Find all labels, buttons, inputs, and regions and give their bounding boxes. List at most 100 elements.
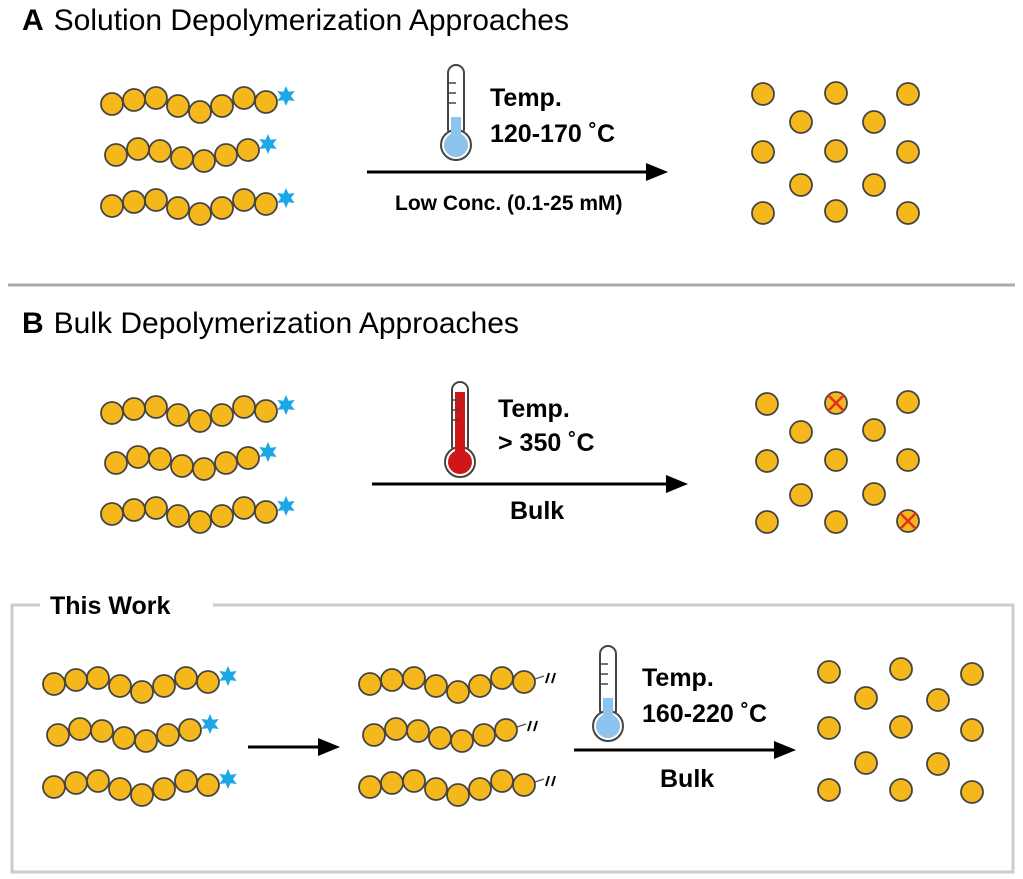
monomer-bead — [104, 143, 128, 167]
monomer-bead — [817, 778, 841, 802]
polymer-chain — [42, 769, 237, 807]
monomer-bead — [450, 729, 474, 753]
panel-a-condition: Low Conc. (0.1-25 mM) — [395, 192, 623, 215]
monomer-bead — [446, 680, 470, 704]
this-work-temp-label: Temp. — [642, 664, 714, 692]
polymer-chain — [104, 442, 277, 481]
monomer-bead — [214, 143, 238, 167]
monomer-bead — [130, 783, 154, 807]
polymer-chain — [100, 496, 295, 534]
monomer-bead — [789, 483, 813, 507]
polymer-chain — [100, 86, 295, 124]
monomer-bead — [960, 662, 984, 686]
monomer-bead — [42, 672, 66, 696]
monomer-bead — [188, 510, 212, 534]
monomer-bead — [926, 752, 950, 776]
monomer-bead — [86, 666, 110, 690]
end-group-star-icon — [219, 666, 237, 686]
monomer-bead — [126, 137, 150, 161]
monomer-bead — [100, 92, 124, 116]
monomer-bead — [751, 140, 775, 164]
monomer-bead — [490, 666, 514, 690]
monomer-bead — [896, 140, 920, 164]
cold-thermometer-icon — [440, 64, 472, 161]
monomer-bead — [134, 729, 158, 753]
monomer-bead — [254, 500, 278, 524]
monomer-bead — [86, 769, 110, 793]
monomer-bead — [494, 718, 518, 742]
monomer-bead — [148, 139, 172, 163]
this-work-label: This Work — [50, 592, 170, 620]
end-group-star-icon — [201, 714, 219, 734]
monomer-bead — [64, 668, 88, 692]
monomer-bead — [192, 457, 216, 481]
monomer-bead — [130, 680, 154, 704]
monomer-bead — [64, 771, 88, 795]
end-group-star-icon — [277, 86, 295, 106]
panel-b-arrow — [372, 475, 688, 493]
monomer-bead — [236, 138, 260, 162]
monomer-bead — [380, 771, 404, 795]
monomer-bead — [254, 90, 278, 114]
monomer-bead — [817, 660, 841, 684]
monomer-bead — [960, 780, 984, 804]
polymer-chain — [100, 395, 295, 433]
monomer-bead — [232, 496, 256, 520]
monomer-bead — [166, 504, 190, 528]
monomer-bead — [178, 718, 202, 742]
monomer-bead — [862, 418, 886, 442]
monomer-bead — [232, 188, 256, 212]
monomer-bead — [236, 446, 260, 470]
monomer-bead — [854, 686, 878, 710]
monomer-bead — [210, 504, 234, 528]
monomer-bead — [490, 769, 514, 793]
monomer-bead — [144, 496, 168, 520]
monomer-bead — [166, 403, 190, 427]
panel-b-temp-value: > 350 ˚C — [498, 429, 595, 457]
monomer-bead — [42, 775, 66, 799]
monomer-bead — [122, 498, 146, 522]
polymer-chain — [104, 134, 277, 173]
monomer-bead — [210, 94, 234, 118]
monomer-bead — [100, 401, 124, 425]
polymer-chain — [46, 714, 219, 753]
monomer-bead — [824, 81, 848, 105]
monomer-bead — [214, 451, 238, 475]
polymer-chain — [358, 666, 556, 704]
monomer-bead — [789, 110, 813, 134]
monomer-bead — [428, 726, 452, 750]
monomer-bead — [156, 723, 180, 747]
monomer-bead — [402, 666, 426, 690]
monomer-bead — [862, 173, 886, 197]
monomer-bead — [90, 719, 114, 743]
monomer-bead — [152, 777, 176, 801]
this-work-arrow-1 — [248, 738, 340, 756]
monomer-bead — [424, 777, 448, 801]
monomer-bead — [108, 777, 132, 801]
monomer-bead — [824, 448, 848, 472]
monomer-bead — [166, 196, 190, 220]
monomer-bead — [166, 94, 190, 118]
panel-a-temp-value: 120-170 ˚C — [490, 120, 615, 148]
monomer-bead — [789, 173, 813, 197]
end-group-star-icon — [259, 134, 277, 154]
monomer-bead — [100, 194, 124, 218]
monomer-bead — [112, 726, 136, 750]
monomer-bead — [926, 688, 950, 712]
monomer-bead — [188, 409, 212, 433]
monomer-bead — [824, 199, 848, 223]
monomer-bead — [188, 202, 212, 226]
monomer-bead — [100, 502, 124, 526]
monomer-bead — [751, 201, 775, 225]
panel-a — [100, 81, 920, 226]
monomer-bead — [406, 719, 430, 743]
polymer-chain — [42, 666, 237, 704]
end-group-star-icon — [219, 769, 237, 789]
monomer-bead — [960, 718, 984, 742]
monomer-bead — [152, 674, 176, 698]
monomer-bead — [889, 715, 913, 739]
this-work-arrow-2 — [574, 741, 796, 759]
monomer-bead — [896, 448, 920, 472]
